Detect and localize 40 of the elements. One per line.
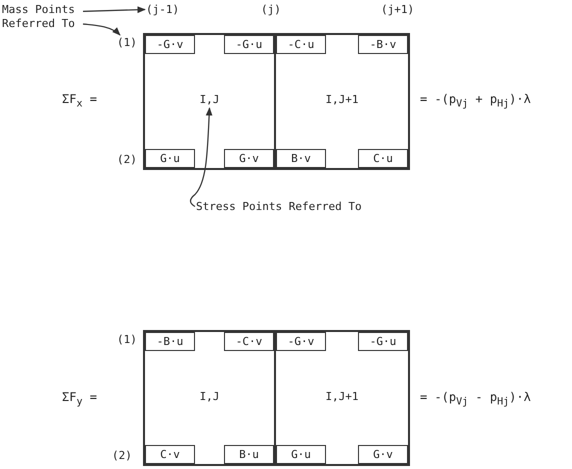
- column-index: (j+1): [381, 3, 414, 16]
- leader-line: [190, 107, 212, 208]
- coefficient-box: G·u: [276, 445, 326, 464]
- cell-index: I,J: [198, 93, 220, 106]
- leader-line: [82, 6, 146, 14]
- coefficient-box: -G·u: [358, 332, 408, 351]
- coefficient-box: -B·v: [358, 35, 408, 54]
- coefficient-box: G·u: [145, 149, 195, 168]
- cell-index: I,J+1: [324, 390, 360, 403]
- callout-text: Mass Points Referred To: [2, 3, 82, 31]
- coefficient-box: -C·u: [276, 35, 326, 54]
- coefficient-box: G·v: [358, 445, 408, 464]
- coefficient-box: -G·v: [145, 35, 195, 54]
- equation-text: ΣF$_{x}$ =: [62, 92, 97, 110]
- coefficient-box: -C·v: [224, 332, 274, 351]
- callout-text: Stress Points Referred To: [196, 200, 362, 213]
- grid-cell: [274, 33, 410, 170]
- cell-index: I,J+1: [324, 93, 360, 106]
- coefficient-box: C·u: [358, 149, 408, 168]
- row-index: (2): [112, 449, 132, 462]
- cell-index: I,J: [198, 390, 220, 403]
- row-index: (1): [117, 36, 137, 49]
- coefficient-box: B·u: [224, 445, 274, 464]
- equation-text: = -(p$_{Vj}$ - p$_{Hj}$)·λ: [420, 390, 531, 408]
- coefficient-box: C·v: [145, 445, 195, 464]
- row-index: (1): [117, 333, 137, 346]
- coefficient-box: -G·u: [224, 35, 274, 54]
- equation-text: = -(p$_{Vj}$ + p$_{Hj}$)·λ: [420, 92, 531, 110]
- coefficient-box: B·v: [276, 149, 326, 168]
- coefficient-box: -B·u: [145, 332, 195, 351]
- grid-cell: [143, 33, 276, 170]
- column-index: (j): [261, 3, 281, 16]
- leader-line: [82, 23, 121, 36]
- row-index: (2): [117, 153, 137, 166]
- grid-cell: [143, 330, 276, 466]
- equation-text: ΣF$_{y}$ =: [62, 390, 97, 408]
- column-index: (j-1): [146, 3, 180, 16]
- coefficient-box: -G·v: [276, 332, 326, 351]
- coefficient-box: G·v: [224, 149, 274, 168]
- grid-cell: [274, 330, 410, 466]
